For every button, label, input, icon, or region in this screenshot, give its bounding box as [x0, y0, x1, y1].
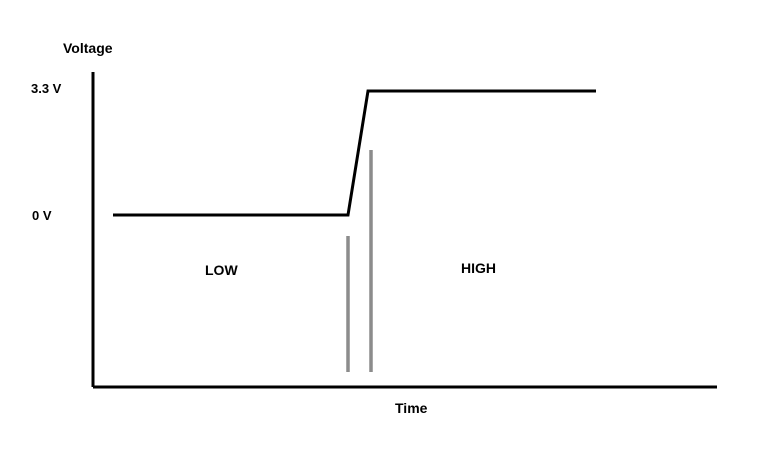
low-level-label: 0 V [32, 208, 52, 223]
signal-waveform [113, 89, 596, 217]
high-level-label: 3.3 V [31, 81, 62, 96]
y-axis-label: Voltage [63, 40, 113, 56]
low-region-label: LOW [205, 262, 238, 278]
x-axis-label: Time [395, 400, 428, 416]
high-region-label: HIGH [461, 260, 496, 276]
